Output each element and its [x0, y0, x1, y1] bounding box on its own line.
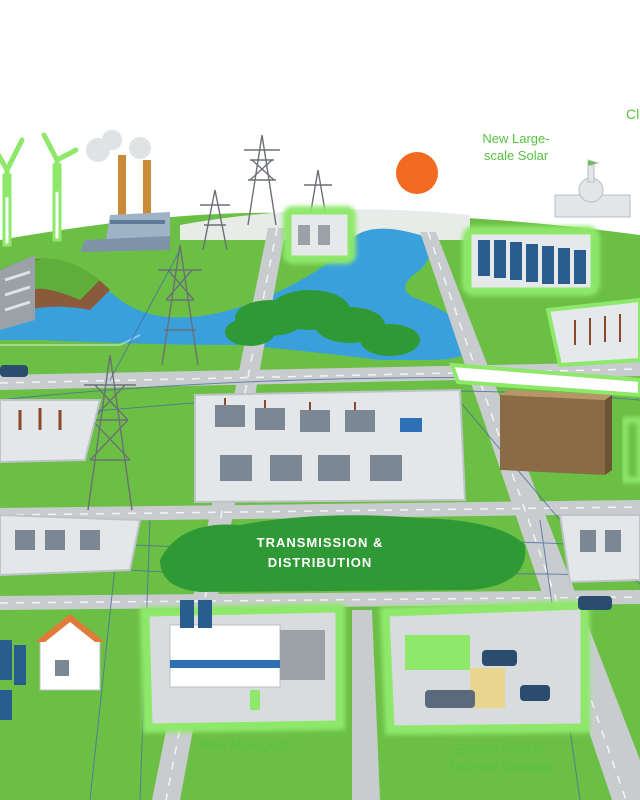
solar-farm-icon	[0, 640, 26, 720]
transmission-tower-icon	[84, 134, 332, 511]
substation-icon	[194, 388, 467, 504]
transmission-label: TRANSMISSION & DISTRIBUTION	[215, 533, 425, 573]
sun-icon	[396, 152, 438, 194]
wind-turbine-icon	[0, 132, 79, 247]
microgrid-building-icon	[139, 600, 345, 734]
solar-label-text: New Large- scale Solar	[482, 131, 550, 163]
transmission-label-text: TRANSMISSION & DISTRIBUTION	[256, 535, 384, 570]
microgrids-label-text: New Microgrids	[200, 738, 290, 753]
substation-icon	[545, 297, 640, 368]
ev-charging-station-icon	[379, 599, 590, 736]
tree-cluster-icon	[160, 515, 526, 592]
warehouse-icon	[500, 390, 612, 475]
capitol-building-icon	[554, 159, 631, 218]
substation-icon	[558, 514, 640, 584]
substation-icon	[283, 206, 356, 264]
solar-farm-icon	[462, 226, 600, 296]
power-plant-icon	[80, 130, 170, 252]
dam-icon	[0, 255, 35, 330]
tree-cluster-icon	[225, 290, 420, 356]
house-icon	[35, 614, 105, 691]
substation-icon	[0, 399, 142, 577]
solar-label: New Large- scale Solar	[456, 130, 576, 164]
car-icon	[0, 365, 612, 701]
clipped-label: Cl	[626, 106, 640, 122]
ev-label-text: Electric Vehicle Two-way charging	[447, 741, 553, 773]
highlighted-line	[449, 362, 640, 398]
ev-label: Electric Vehicle Two-way charging	[400, 740, 600, 774]
microgrids-label: New Microgrids	[150, 737, 340, 754]
